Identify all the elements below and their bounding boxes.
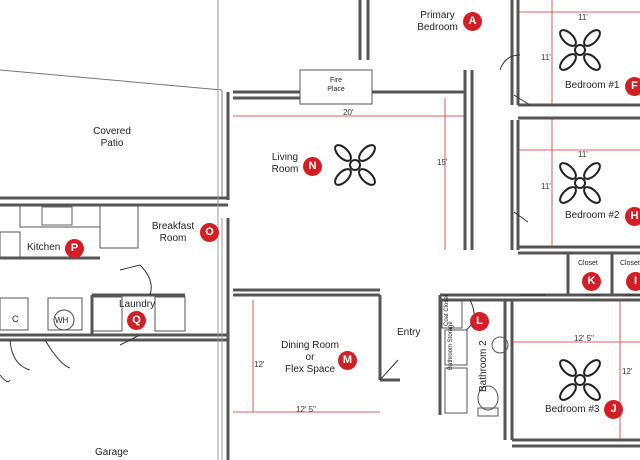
garage-label: Garage: [95, 447, 129, 458]
kitchen-label: Kitchen: [27, 242, 61, 253]
dining-badge: M: [338, 351, 357, 370]
bed3-height-dim: 12': [622, 367, 633, 376]
breakfast-room-badge: O: [200, 223, 219, 242]
bed1-width-dim: 11': [578, 13, 588, 22]
bedroom2-badge: H: [625, 207, 640, 226]
closet-k-badge: K: [582, 272, 601, 291]
bed1-height-dim: 11': [541, 53, 551, 62]
bathroom2-badge: L: [470, 312, 489, 331]
appliance-c-label: C: [12, 314, 19, 324]
dining-label: Dining Room or Flex Space: [281, 340, 339, 375]
bedroom3-label: Bedroom #3: [545, 404, 600, 415]
fireplace-label: Fire Place: [327, 77, 345, 93]
closet-i-label: Closet: [620, 260, 640, 267]
closet-k-label: Closet: [578, 260, 598, 267]
covered-patio-label: Covered Patio: [93, 126, 131, 149]
closet-i-badge: I: [626, 272, 640, 291]
living-room-label: Living Room: [271, 152, 299, 175]
dining-height-dim: 12': [254, 360, 265, 369]
water-heater-label: WH: [55, 316, 69, 325]
bedroom1-label: Bedroom #1: [565, 80, 620, 91]
living-room-badge: N: [303, 157, 322, 176]
bath-storage-label: Bathroom Storage: [448, 321, 454, 370]
primary-bedroom-label: Primary Bedroom: [417, 10, 458, 33]
bedroom3-badge: J: [604, 400, 623, 419]
bed2-width-dim: 11': [578, 150, 588, 159]
dining-width-dim: 12' 5": [296, 405, 316, 414]
bathroom2-label: Bathroom 2: [478, 340, 489, 392]
kitchen-badge: P: [65, 239, 84, 258]
breakfast-room-label: Breakfast Room: [151, 221, 195, 244]
living-height-dim: 15': [437, 158, 448, 167]
bedroom2-label: Bedroom #2: [565, 210, 620, 221]
bed3-width-dim: 12' 5": [574, 334, 594, 343]
entry-label: Entry: [397, 327, 421, 338]
primary-bedroom-badge: A: [463, 12, 482, 31]
bedroom1-badge: F: [625, 77, 640, 96]
bed2-height-dim: 11': [541, 182, 551, 191]
laundry-badge: Q: [127, 311, 146, 330]
laundry-label: Laundry: [119, 299, 156, 310]
living-width-dim: 20': [343, 108, 354, 117]
